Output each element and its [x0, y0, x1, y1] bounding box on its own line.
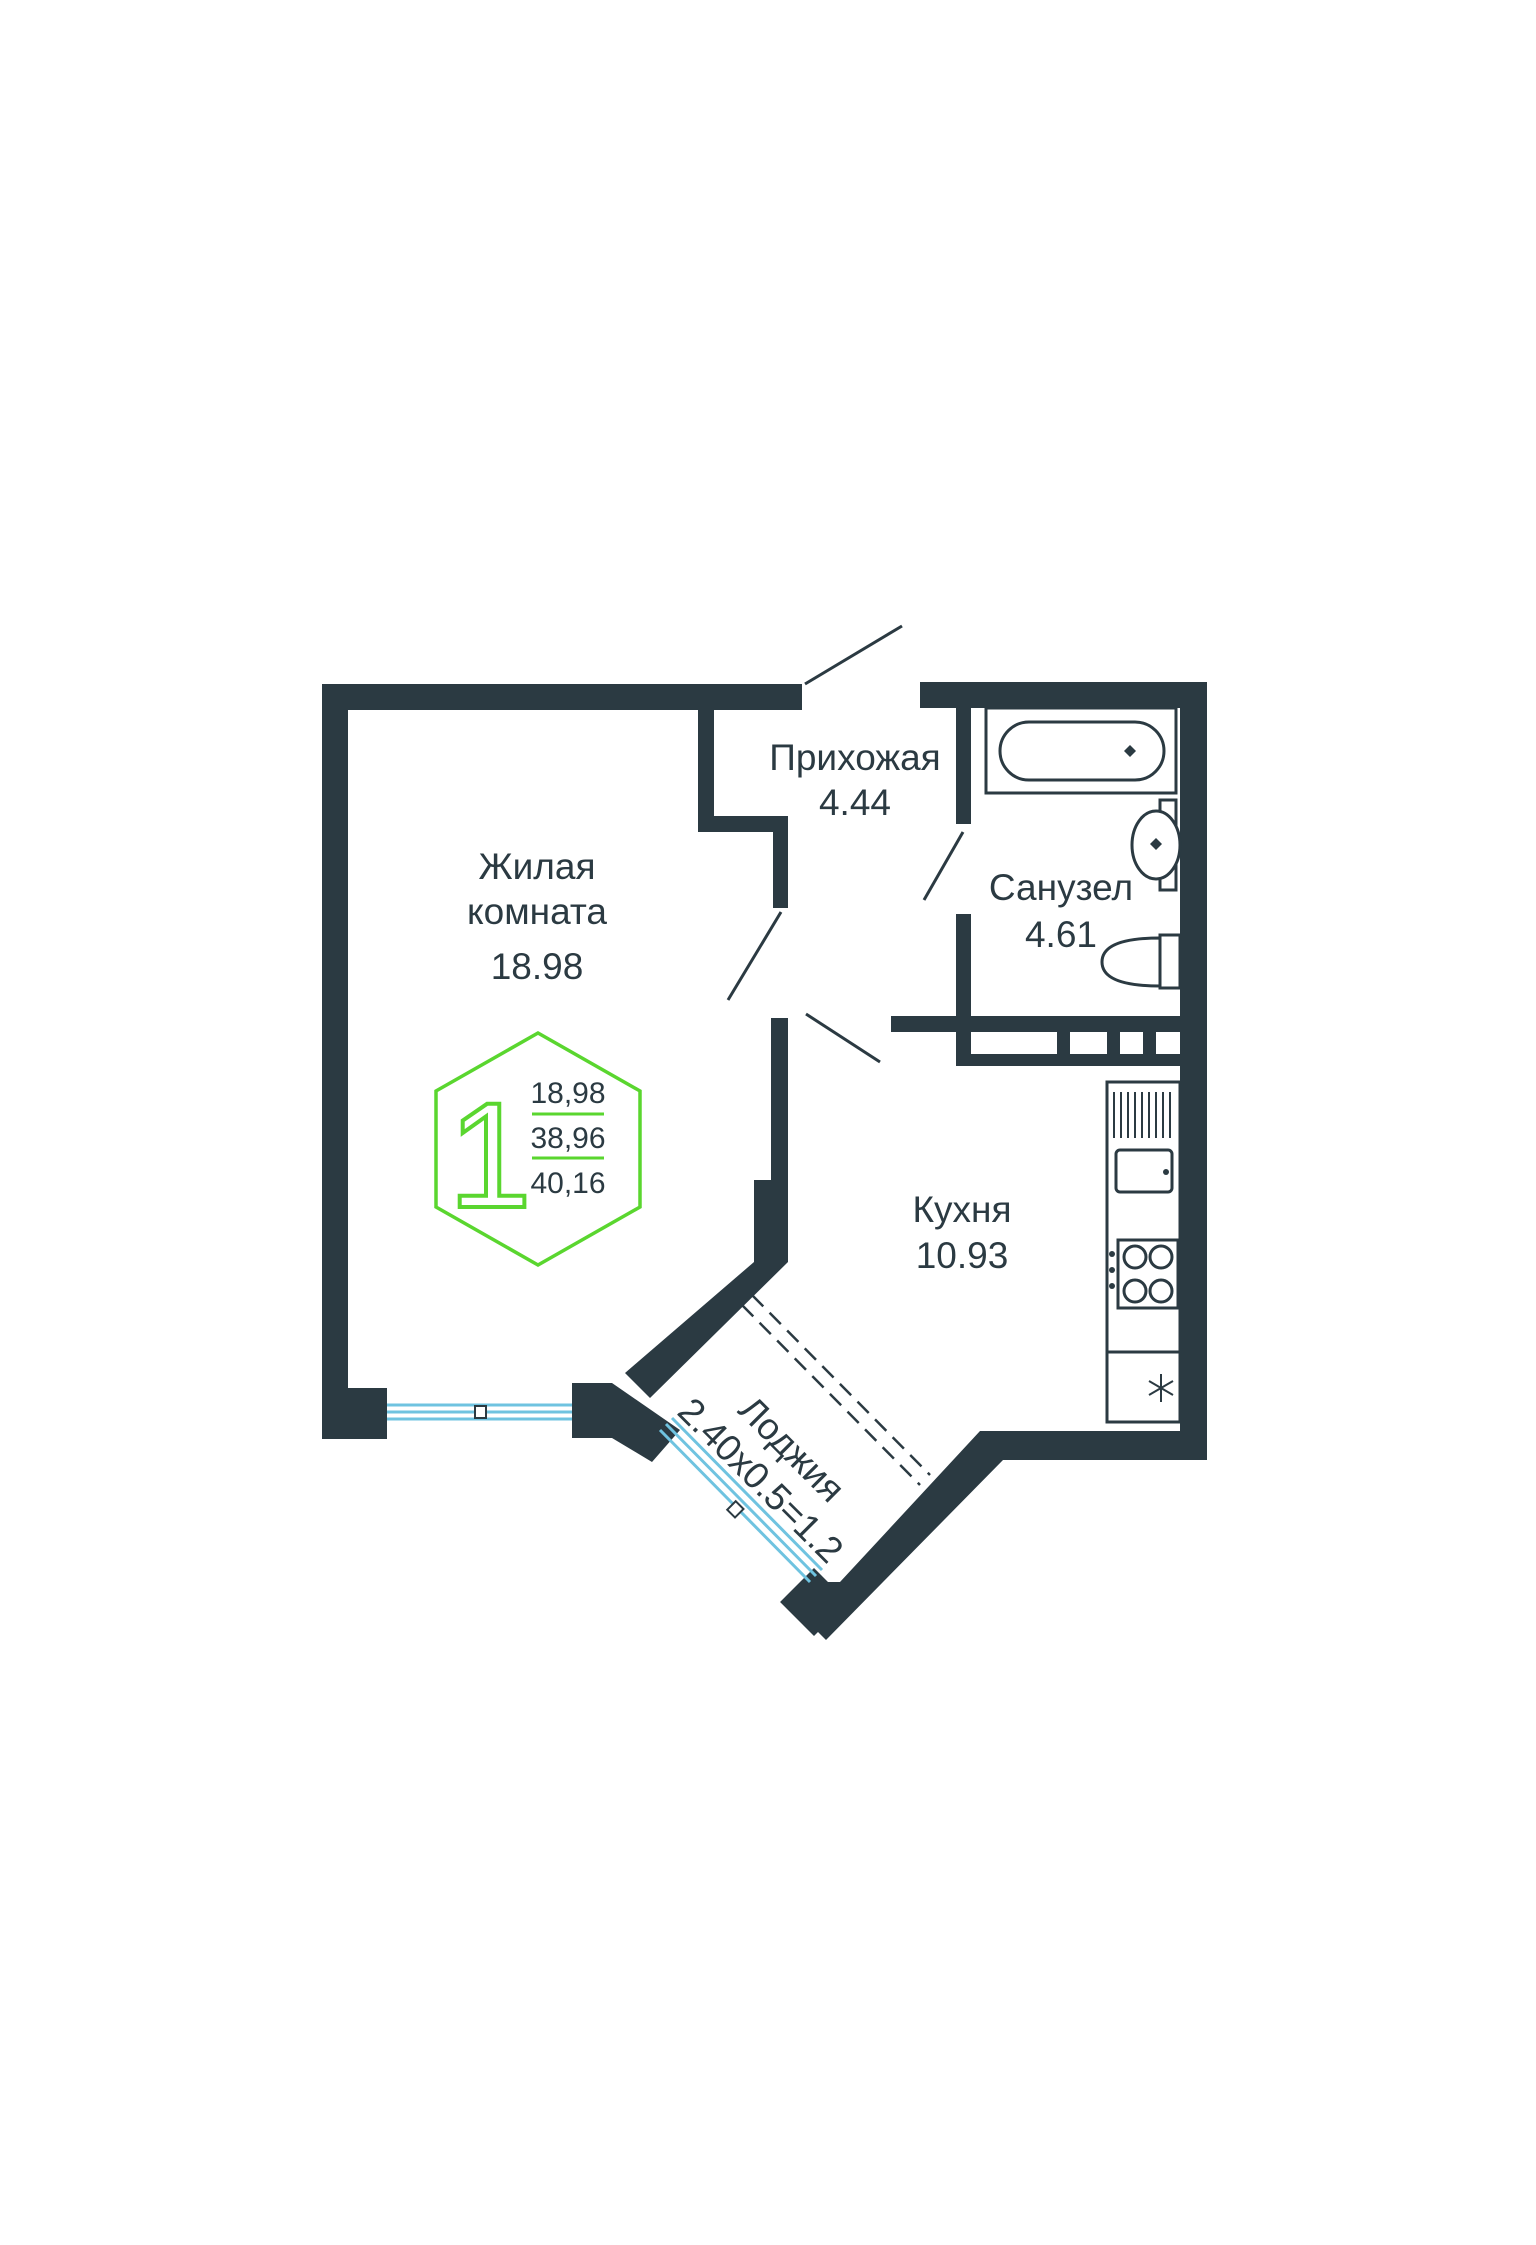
door-entrance: [804, 624, 903, 686]
door-living: [726, 911, 783, 1001]
loggia-boundary: [741, 1294, 931, 1486]
area-badge: 1 18,98 38,96 40,16: [434, 1030, 642, 1268]
bathtub-icon: [984, 706, 1178, 795]
wall-bath-bottom: [891, 1016, 1181, 1032]
door-kitchen: [805, 1012, 881, 1064]
sink-icon: [1130, 798, 1182, 892]
wall-bath-left-upper: [956, 694, 971, 824]
door-bathroom: [922, 831, 965, 901]
living-room-name-1: Жилая: [478, 846, 595, 887]
wall-top-living: [322, 684, 802, 710]
walls: [322, 682, 1207, 1640]
bathroom-area: 4.61: [1025, 914, 1097, 955]
kitchen-sink-icon: [1113, 1092, 1174, 1194]
wall-left: [322, 684, 348, 1439]
wall-corner-pier: [572, 1383, 680, 1462]
wall-partition-mid: [773, 816, 788, 908]
wall-right: [1180, 682, 1207, 1460]
living-room-name-2: комната: [467, 891, 607, 932]
wall-vent-post-3: [1143, 1016, 1156, 1066]
wall-partition-kink: [625, 1180, 788, 1398]
wall-vent-post-1: [1057, 1016, 1070, 1066]
wall-bath-top-stub: [920, 682, 940, 708]
doors: [726, 624, 965, 1064]
windows: [387, 1403, 824, 1584]
wall-vent-post-2: [1107, 1016, 1120, 1066]
hall-name: Прихожая: [769, 737, 940, 778]
badge-living-area: 18,98: [530, 1077, 605, 1110]
bathroom-name: Санузел: [989, 867, 1133, 908]
wall-partition-lower: [771, 1018, 788, 1180]
window-loggia: [658, 1416, 824, 1584]
badge-hexagon: [434, 1030, 642, 1268]
badge-total-area: 38,96: [530, 1122, 605, 1155]
wall-bath-left-lower: [956, 914, 971, 1064]
wall-loggia-end: [780, 1568, 848, 1636]
badge-rooms-count: 1: [448, 1071, 531, 1239]
loggia-label: Лоджия 2.40x0.5=1.2: [670, 1388, 852, 1570]
kitchen-area: 10.93: [916, 1235, 1009, 1276]
wall-pier-bottom-left: [322, 1388, 387, 1439]
fridge-icon: [1105, 1350, 1182, 1424]
wall-partition-step: [698, 816, 788, 832]
badge-area-with-loggia: 40,16: [530, 1167, 605, 1200]
toilet-icon: [1100, 933, 1182, 990]
wall-loggia-outer: [790, 1431, 1207, 1640]
window-living: [387, 1403, 572, 1421]
hall-area: 4.44: [819, 782, 891, 823]
wall-partition-upper: [698, 684, 714, 824]
living-room-area: 18.98: [491, 946, 584, 987]
kitchen-name: Кухня: [912, 1189, 1011, 1230]
stove-icon: [1109, 1238, 1180, 1310]
